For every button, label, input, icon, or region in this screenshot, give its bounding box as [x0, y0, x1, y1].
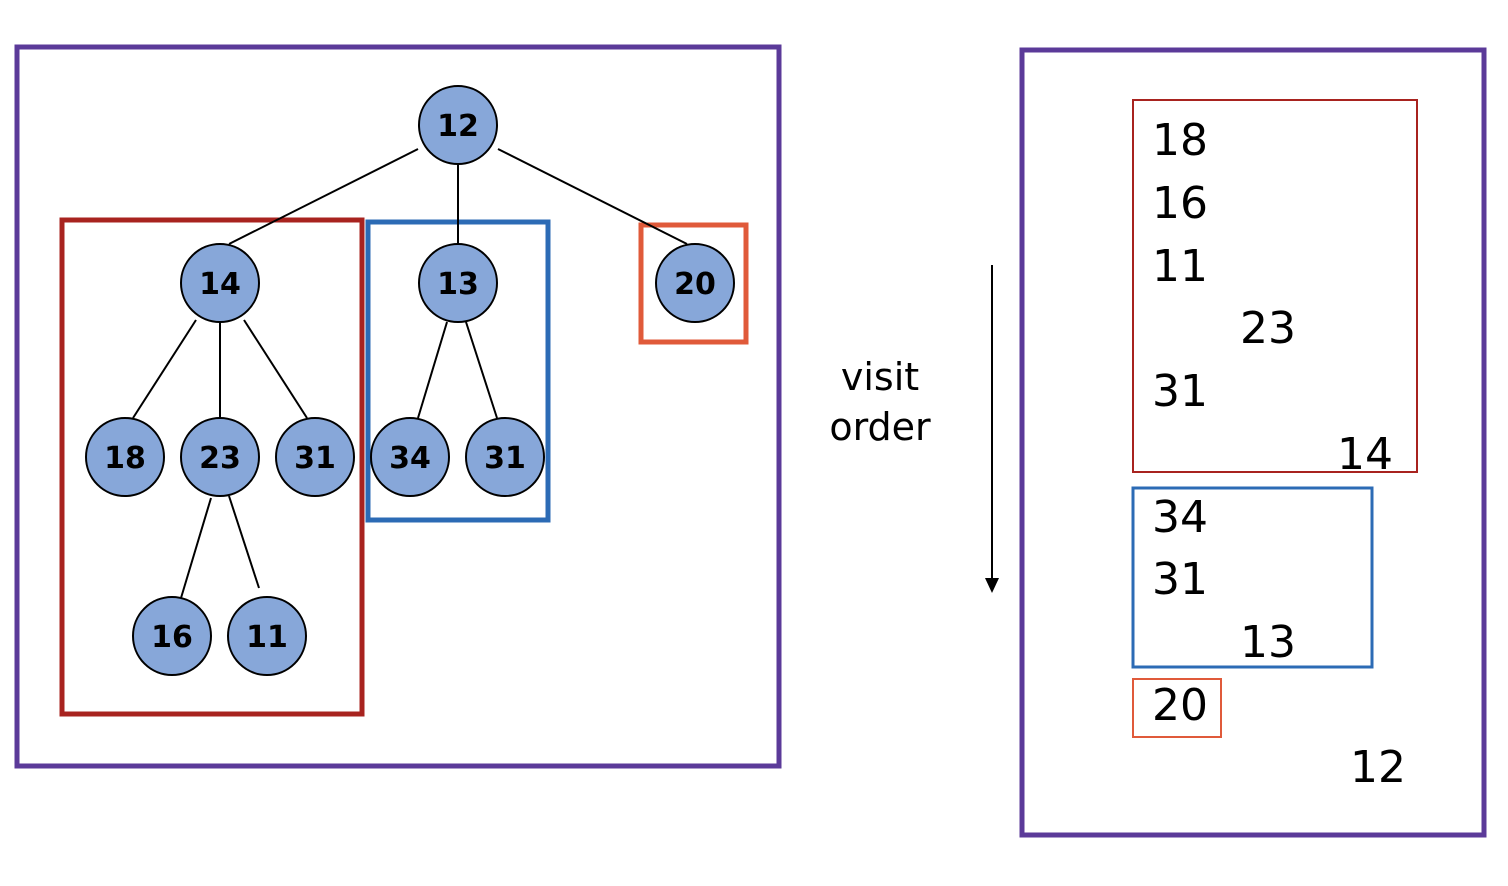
- tree-frame: [14, 44, 782, 769]
- node-label: 31: [294, 441, 336, 476]
- order-group-second-box: [1131, 486, 1374, 669]
- tree-node-child-2-b: 31: [465, 417, 545, 497]
- tree-group-first-box: [59, 217, 365, 717]
- tree-node-child-1-b-a: 16: [132, 596, 212, 676]
- order-frame: [1019, 47, 1487, 838]
- visit-order-caption-line1: visit: [841, 355, 919, 399]
- tree-node-root: 12: [418, 85, 498, 165]
- tree-node-child-2: 13: [418, 243, 498, 323]
- tree-group-third-box: [638, 222, 749, 345]
- order-item: 18: [1152, 115, 1208, 166]
- tree-node-child-1: 14: [180, 243, 260, 323]
- node-label: 23: [199, 441, 241, 476]
- order-item: 23: [1240, 303, 1296, 354]
- node-label: 11: [246, 620, 288, 655]
- node-label: 12: [437, 109, 479, 144]
- tree-node-child-1-a: 18: [85, 417, 165, 497]
- node-label: 13: [437, 267, 479, 302]
- visit-order-caption-line2: order: [829, 405, 931, 449]
- edge-child-2-b: [465, 321, 498, 419]
- tree-node-child-2-a: 34: [370, 417, 450, 497]
- order-group-first-box: [1132, 99, 1418, 473]
- order-item: 16: [1152, 178, 1208, 229]
- edge-child-2-a: [417, 321, 448, 419]
- tree-node-child-3: 20: [655, 243, 735, 323]
- node-label: 31: [484, 441, 526, 476]
- order-item: 11: [1152, 241, 1208, 292]
- tree-edges: [132, 148, 688, 599]
- order-item: 12: [1350, 742, 1406, 793]
- order-item: 14: [1337, 429, 1393, 480]
- edge-child-1-b-a: [180, 497, 212, 599]
- node-label: 34: [389, 441, 431, 476]
- tree-node-child-1-c: 31: [275, 417, 355, 497]
- node-label: 16: [151, 620, 193, 655]
- edge-root-child-1: [228, 148, 419, 245]
- order-item: 13: [1240, 617, 1296, 668]
- order-item: 31: [1152, 366, 1208, 417]
- node-label: 14: [199, 267, 241, 302]
- order-group-third-box: [1132, 678, 1222, 738]
- edge-child-1-c: [243, 319, 308, 419]
- tree-node-child-1-b: 23: [180, 417, 260, 497]
- order-item: 34: [1152, 492, 1208, 543]
- node-label: 20: [674, 267, 716, 302]
- node-label: 18: [104, 441, 146, 476]
- edge-child-1-b-b: [228, 495, 260, 589]
- order-item: 31: [1152, 554, 1208, 605]
- order-item: 20: [1152, 680, 1208, 731]
- edge-child-1-a: [132, 319, 197, 419]
- edge-root-child-3: [497, 148, 688, 245]
- visit-order-arrow: [985, 265, 999, 593]
- tree-node-child-1-b-b: 11: [227, 596, 307, 676]
